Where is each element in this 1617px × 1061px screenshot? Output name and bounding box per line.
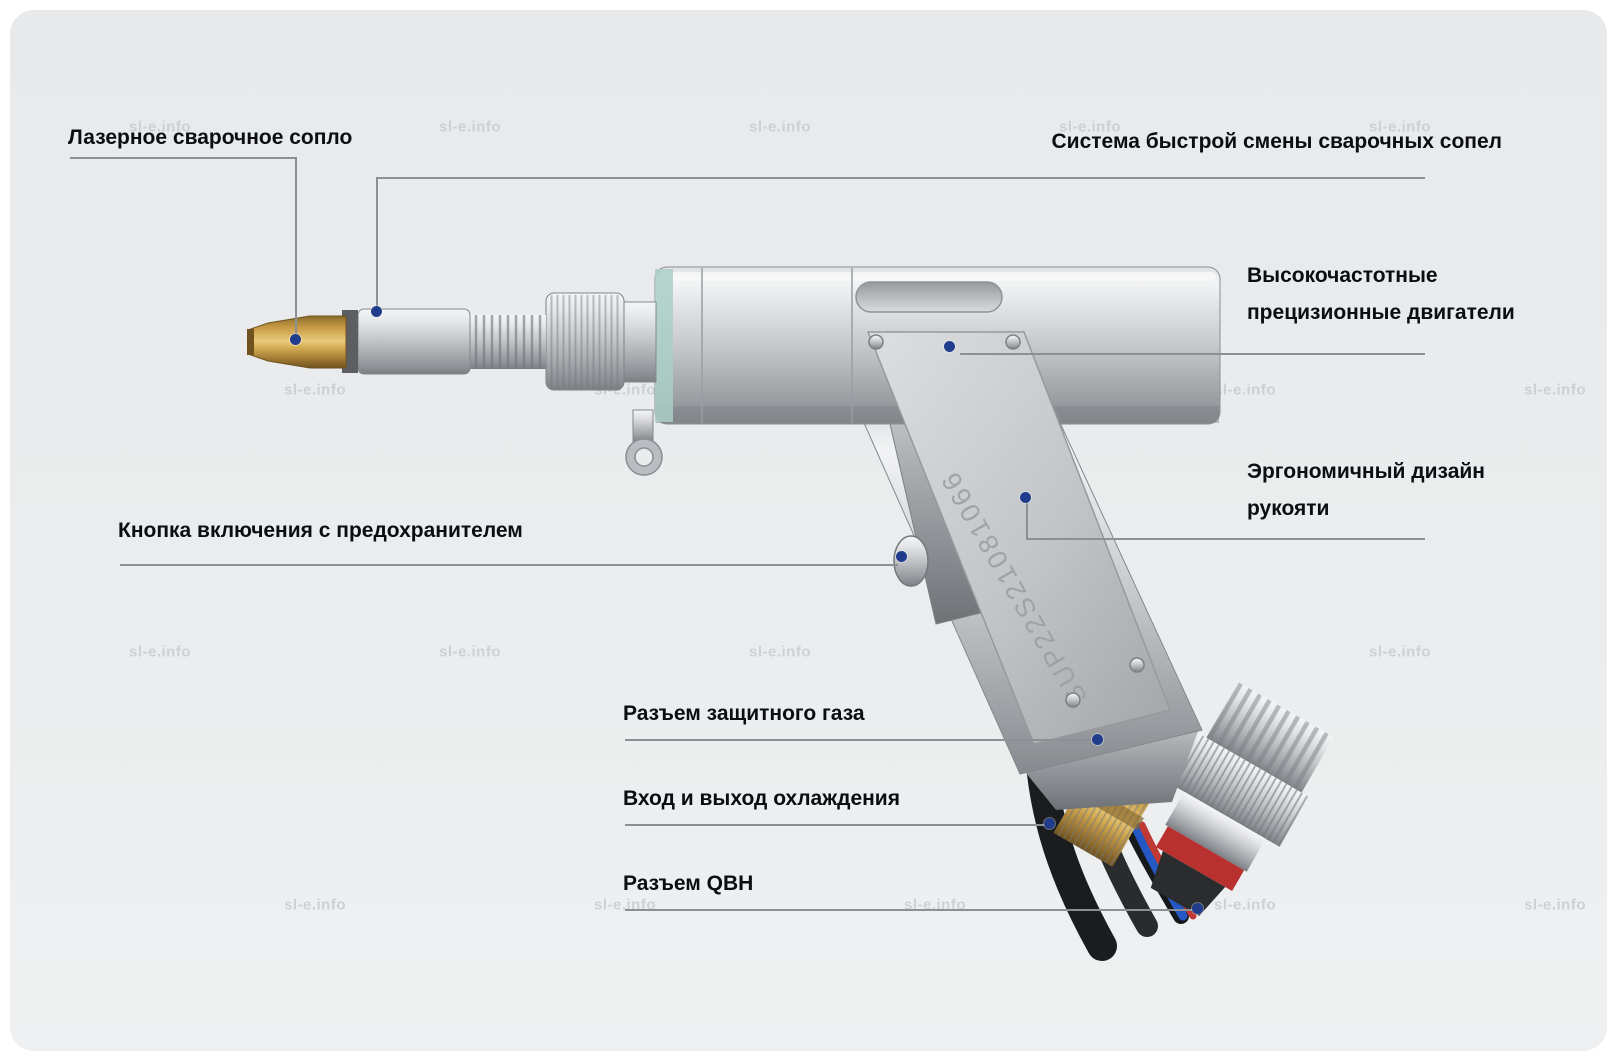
marker-dot-qbh [1192,903,1203,914]
power-button [893,535,929,587]
qbh-connector [1150,682,1334,916]
leader-line-nozzle [70,157,296,159]
label-nozzle: Лазерное сварочное сопло [68,126,353,149]
leader-line-ergonomic-rise [1026,502,1028,540]
marker-dot-motors [944,341,955,352]
marker-dot-ergonomic [1020,492,1031,503]
handle-boot [1022,726,1200,810]
label-motors: Высокочастотные прецизионные двигатели [1247,264,1515,324]
leader-line-ergonomic [1026,538,1425,540]
label-cooling: Вход и выход охлаждения [623,787,900,810]
leader-line-motors [960,353,1425,355]
glass-window [655,269,673,422]
leader-line-qbh [625,909,1193,911]
welding-gun-illustration: SUP22S21081066 [247,266,1334,961]
marker-dot-trigger [896,551,907,562]
label-gas-connector: Разъем защитного газа [623,702,865,725]
marker-dot-quick-change [371,306,382,317]
leader-line-cooling [625,824,1045,826]
marker-dot-gas [1092,734,1103,745]
leader-line-quick-change-drop [376,177,378,309]
label-quick-change: Система быстрой смены сварочных сопел [1051,130,1503,153]
leader-line-trigger [120,564,898,566]
leader-line-gas [625,739,1093,741]
hanging-ring [625,409,663,476]
nozzle-assembly [247,292,657,391]
leader-line-quick-change [376,177,1425,179]
label-ergonomic: Эргономичный дизайн рукояти [1247,460,1485,520]
label-trigger-button: Кнопка включения с предохранителем [118,519,523,542]
plate-screws [868,334,1145,708]
marker-dot-cooling [1044,818,1055,829]
label-qbh: Разъем QBH [623,872,754,895]
leader-line-nozzle-drop [295,157,297,337]
marker-dot-nozzle [290,334,301,345]
body-slot [855,281,1003,313]
